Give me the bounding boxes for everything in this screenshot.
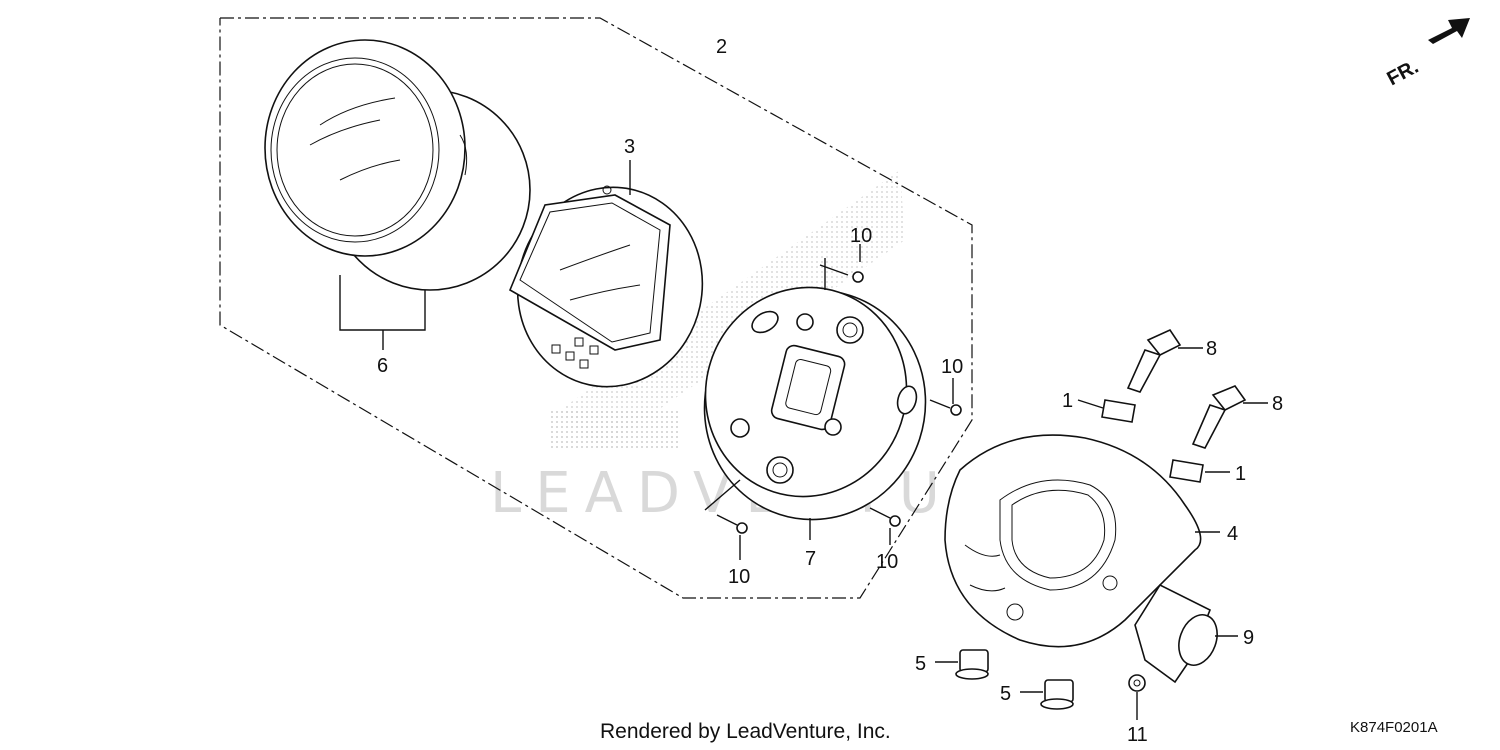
callout-1-upper: 1 [1062,390,1073,412]
screw-part-11 [1128,674,1146,720]
bolt-part-8-upper [1126,328,1203,393]
meter-case-part-7 [703,286,927,540]
callout-10-bottom-right: 10 [876,551,898,573]
diagram-code: K874F0201A [1350,719,1438,736]
meter-unit-part-3 [508,160,704,388]
callout-10-bottom-left: 10 [728,566,750,588]
collar-part-1-upper [1077,399,1136,423]
callout-10-right: 10 [941,356,963,378]
callout-10-top: 10 [850,225,872,247]
bracket-part-9 [1134,583,1238,684]
screw-part-10-bottom-left [704,479,748,560]
callout-8-upper: 8 [1206,338,1217,360]
callouts: 2 3 6 10 10 10 10 7 8 8 1 1 4 9 5 5 11 [377,36,1283,746]
callout-3: 3 [624,136,635,158]
callout-9: 9 [1243,627,1254,649]
front-arrow-icon [1428,18,1470,44]
grommet-part-5-left [935,649,989,680]
callout-2: 2 [716,36,727,58]
bolt-part-8-lower [1191,385,1268,449]
callout-11: 11 [1127,724,1148,746]
callout-5-left: 5 [915,653,926,675]
front-direction-indicator: FR. [1383,18,1470,90]
collar-part-1-lower [1169,459,1230,483]
render-credit: Rendered by LeadVenture, Inc. [600,720,891,743]
callout-4: 4 [1227,523,1238,545]
grommet-part-5-right [1020,679,1074,710]
callout-1-lower: 1 [1235,463,1246,485]
callout-6: 6 [377,355,388,377]
meter-cover-part-6 [264,39,531,350]
assembly-boundary [219,17,973,599]
screw-part-10-right [929,378,962,416]
screw-part-10-bottom-right [869,507,901,545]
callout-5-right: 5 [1000,683,1011,705]
front-direction-label: FR. [1383,56,1422,91]
screw-part-10-top [819,244,864,290]
callout-7: 7 [805,548,816,570]
callout-8-lower: 8 [1272,393,1283,415]
